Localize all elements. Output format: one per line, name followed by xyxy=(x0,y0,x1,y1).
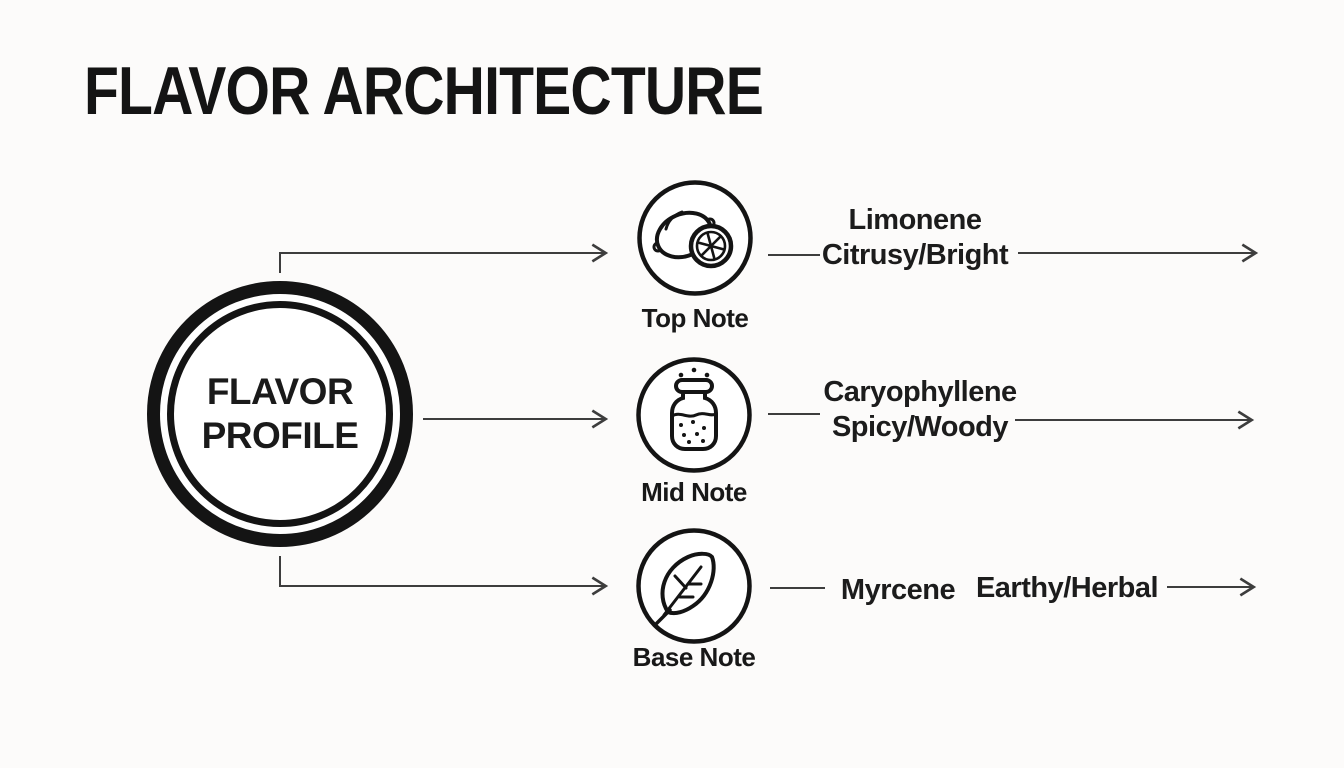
mid-note-descriptor: Spicy/Woody xyxy=(831,411,1009,443)
hub-to-base-arrow xyxy=(279,556,609,596)
flavor-profile-hub-inner-ring: FLAVOR PROFILE xyxy=(167,301,393,527)
mid-note-label: Mid Note xyxy=(641,477,747,507)
lemon-icon xyxy=(637,180,753,296)
mid-note-compound: Caryophyllene xyxy=(823,376,1017,408)
flavor-profile-hub: FLAVOR PROFILE xyxy=(147,281,413,547)
base-note-compound: Myrcene xyxy=(840,574,956,606)
base-note-label: Base Note xyxy=(632,642,756,672)
hub-label-line1: FLAVOR xyxy=(206,371,354,412)
hub-label-line2: PROFILE xyxy=(201,415,359,456)
top-note-label: Top Note xyxy=(641,303,749,333)
page-title: FLAVOR ARCHITECTURE xyxy=(84,53,764,129)
top-note-terpene-block: Limonene Citrusy/Bright xyxy=(785,203,1045,273)
leaf-icon xyxy=(636,528,752,644)
spice-jar-icon xyxy=(636,357,752,473)
top-note-compound: Limonene xyxy=(848,204,982,236)
mid-note-terpene-block: Caryophyllene Spicy/Woody xyxy=(785,375,1055,445)
hub-to-top-arrow xyxy=(279,243,609,273)
base-note-descriptor: Earthy/Herbal xyxy=(975,572,1159,604)
top-note-descriptor: Citrusy/Bright xyxy=(821,239,1009,271)
